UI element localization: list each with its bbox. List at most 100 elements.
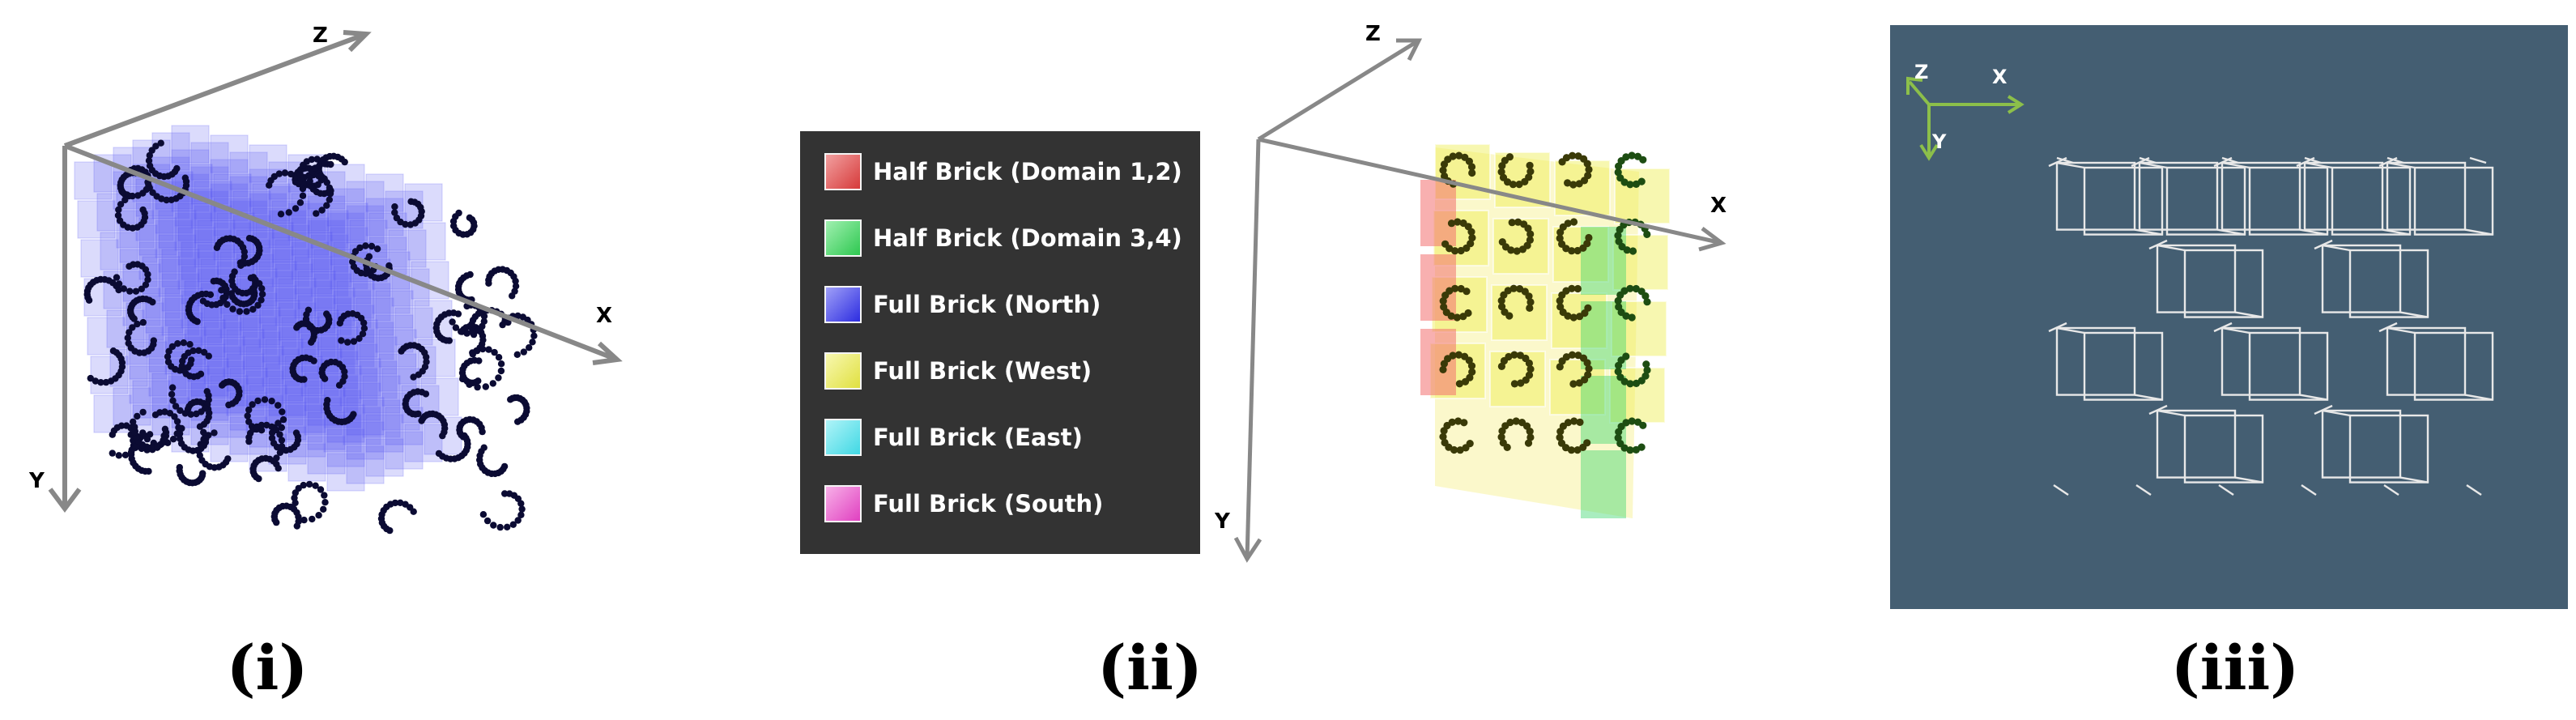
legend-item-full-brick-east: Full Brick (East)	[824, 415, 1083, 460]
chain-bead	[1556, 433, 1564, 441]
chain-bead	[454, 310, 462, 317]
blue-brick	[74, 161, 113, 200]
chain-bead	[187, 411, 194, 418]
wire-stub	[2135, 484, 2152, 496]
chain-bead	[258, 427, 266, 434]
legend-item-half-brick-domain-1-2: Half Brick (Domain 1,2)	[824, 149, 1182, 194]
chain-bead	[211, 429, 218, 437]
caption-ii: (ii)	[1097, 632, 1203, 704]
chain-bead	[360, 319, 368, 326]
chain-bead	[144, 271, 151, 278]
chain-bead	[168, 384, 177, 391]
chain-bead	[321, 492, 328, 499]
blue-brick	[239, 317, 278, 356]
chain-bead	[114, 211, 122, 219]
blue-brick	[226, 353, 265, 392]
chain-bead	[1439, 432, 1447, 441]
chain-bead	[410, 508, 417, 515]
chain-bead	[199, 297, 207, 305]
chain-bead	[1451, 247, 1459, 255]
chain-bead	[243, 308, 250, 315]
wire-stub	[2213, 322, 2233, 333]
chain-bead	[279, 408, 286, 415]
chain-bead	[1517, 379, 1525, 387]
chain-bead	[1628, 417, 1636, 425]
wire-cube-front	[2386, 161, 2467, 231]
chain-bead	[350, 338, 358, 345]
chain-bead	[1575, 180, 1583, 188]
blue-brick	[343, 358, 381, 397]
chain-bead	[397, 499, 404, 506]
wire-edge	[2387, 326, 2416, 334]
wire-cube-back	[2183, 414, 2264, 484]
chain-bead	[305, 480, 313, 488]
chain-bead	[1526, 433, 1535, 441]
chain-bead	[1467, 228, 1475, 236]
legend-swatch-blue	[824, 286, 862, 323]
chain-bead	[276, 431, 283, 438]
chain-bead	[176, 463, 183, 471]
blue-brick	[245, 346, 284, 385]
chain-bead	[131, 424, 138, 431]
chain-bead	[1573, 246, 1582, 255]
chain-bead	[1643, 230, 1651, 238]
blue-brick	[346, 205, 385, 244]
blue-brick	[394, 307, 433, 346]
chain-bead	[258, 285, 266, 292]
chain-bead	[142, 281, 150, 288]
chain-bead	[1626, 446, 1634, 454]
chain-bead	[275, 170, 283, 177]
chain-bead	[491, 348, 498, 356]
chain-bead	[1575, 379, 1583, 387]
chain-bead	[1622, 419, 1630, 427]
chain-bead	[258, 291, 266, 298]
chain-bead	[300, 516, 308, 524]
chain-bead	[139, 408, 147, 416]
x-axis-label: X	[1992, 66, 2008, 88]
wire-edge	[2157, 244, 2186, 252]
chain-bead	[341, 368, 348, 375]
chain-bead	[308, 339, 315, 346]
chain-bead	[126, 288, 134, 295]
chain-bead	[1459, 313, 1467, 321]
chain-bead	[517, 500, 525, 507]
chain-bead	[344, 339, 351, 346]
blue-brick	[326, 164, 365, 202]
chain-bead	[313, 210, 320, 217]
panel-i-diagram: Z X Y	[28, 23, 623, 535]
chain-bead	[479, 345, 487, 353]
chain-bead	[1562, 154, 1571, 162]
wire-edge	[2157, 409, 2186, 417]
chain-bead	[526, 344, 533, 351]
chain-bead	[1614, 368, 1622, 376]
chain-bead	[121, 196, 129, 204]
chain-bead	[1620, 287, 1629, 295]
x-axis-label: X	[1710, 194, 1727, 218]
blue-brick	[343, 382, 381, 421]
red-half-brick	[1420, 180, 1456, 246]
blue-brick	[223, 339, 262, 377]
chain-bead	[422, 390, 430, 398]
chain-bead	[1497, 362, 1505, 370]
z-axis-line	[1257, 38, 1420, 142]
chain-bead	[1518, 245, 1526, 253]
blue-brick	[129, 365, 168, 404]
wire-edge	[2234, 311, 2263, 318]
chain-bead	[134, 192, 142, 199]
chain-bead	[1468, 168, 1476, 177]
chain-bead	[258, 421, 266, 429]
blue-brick	[346, 181, 385, 219]
wire-cube-back	[2248, 331, 2329, 401]
chain-bead	[489, 380, 496, 387]
chain-bead	[407, 221, 415, 228]
chain-bead	[268, 398, 275, 405]
chain-bead	[1449, 152, 1457, 160]
chain-bead	[501, 490, 509, 497]
chain-bead	[1614, 232, 1622, 240]
chain-bead	[1642, 360, 1650, 369]
wire-edge	[2387, 161, 2416, 169]
wire-stub	[2148, 404, 2168, 415]
chain-bead	[312, 482, 319, 489]
y-axis-label: Y	[28, 469, 45, 493]
chain-bead	[1526, 168, 1535, 176]
